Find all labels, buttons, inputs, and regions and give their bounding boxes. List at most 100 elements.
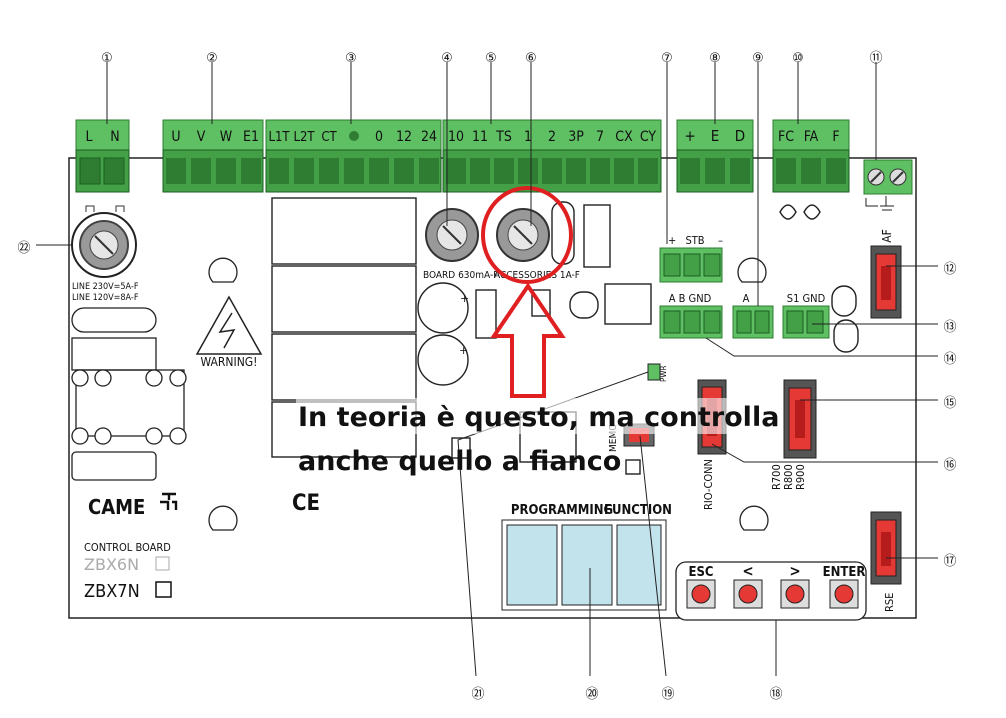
callout-22: ㉒ <box>17 241 30 256</box>
t4-8: CY <box>640 129 657 145</box>
t2-1: V <box>197 129 206 145</box>
r900-label: R900 <box>794 464 807 490</box>
a-connector: A <box>732 292 774 339</box>
terminal-block-limits: L1T L2T CT 0 12 24 <box>265 119 442 193</box>
terminal-block-commands: 10 11 TS 1 2 3P 7 CX CY <box>442 119 662 193</box>
left-components <box>71 257 769 531</box>
came-logo: CAME <box>88 495 145 519</box>
svg-text:–: – <box>718 234 723 247</box>
t4-7: CX <box>615 129 633 145</box>
r700-label: R700 <box>770 464 783 490</box>
stb-connector: STB + – <box>659 234 723 283</box>
t3-2: CT <box>321 130 337 145</box>
callout-21: ㉑ <box>471 687 484 702</box>
terminal-block-limit-switches: FC FA F <box>772 119 850 193</box>
board-outline <box>68 157 917 619</box>
t4-3: 1 <box>524 129 532 145</box>
terminal-block-motor: U V W E1 <box>162 119 264 193</box>
svg-text:+: + <box>460 292 469 305</box>
func-label: FUNCTION <box>604 503 672 518</box>
warning-icon: WARNING! <box>195 295 263 369</box>
ce-mark: CE <box>292 491 320 516</box>
lt-label: < <box>742 562 753 580</box>
callout-17: ⑰ <box>943 554 956 569</box>
s1-gnd-connector: S1 GND <box>782 292 830 339</box>
callout-2: ② <box>206 51 218 66</box>
control-board-label: CONTROL BOARD <box>84 541 171 554</box>
svg-text:+: + <box>668 234 676 247</box>
callout-4: ④ <box>441 51 453 66</box>
enter-label: ENTER <box>823 565 866 580</box>
t6-0: FC <box>778 129 794 145</box>
keypad: ESC < > ENTER <box>675 561 867 621</box>
callout-20: ⑳ <box>585 687 598 702</box>
t5-0: + <box>684 127 695 145</box>
left-button <box>733 579 763 609</box>
t6-1: FA <box>804 129 819 145</box>
t3-5: 12 <box>396 129 412 145</box>
callout-10: ⑩ <box>792 51 804 66</box>
callout-19: ⑲ <box>661 687 674 702</box>
s1-gnd-label: S1 GND <box>787 292 826 305</box>
t3-1: L2T <box>293 130 315 145</box>
t4-5: 3P <box>568 129 584 145</box>
t4-0: 10 <box>448 129 464 145</box>
t2-0: U <box>171 129 180 145</box>
fuse-acc-label: ACCESSORIES 1A-F <box>494 270 580 281</box>
highlight-marker <box>481 186 573 398</box>
annotation: In teoria è questo, ma controlla anche q… <box>296 398 780 477</box>
terminal-block-power: L N <box>75 119 130 193</box>
ab-gnd-connector: A B GND <box>659 292 723 339</box>
t4-6: 7 <box>596 129 604 145</box>
pwr-led: PWR <box>647 363 668 382</box>
r800-label: R800 <box>782 464 795 490</box>
t6-2: F <box>832 129 839 145</box>
prog-label: PROGRAMMING <box>511 503 613 518</box>
enter-button <box>829 579 859 609</box>
t4-4: 2 <box>548 129 556 145</box>
callout-1: ① <box>101 51 113 66</box>
annotation-line-2: anche quello a fianco <box>298 446 621 477</box>
t3-6: 24 <box>421 129 437 145</box>
callout-7: ⑦ <box>661 51 673 66</box>
memo-label: MEMO <box>608 424 619 452</box>
callout-11: ⑪ <box>869 51 882 66</box>
callout-3: ③ <box>345 51 357 66</box>
stb-label: STB <box>685 234 704 247</box>
pwr-label: PWR <box>659 366 668 382</box>
terminal-block-encoder: + E D <box>676 119 754 193</box>
callout-5: ⑤ <box>485 51 497 66</box>
receiver-connector: R700 R800 R900 <box>770 379 817 490</box>
t2-3: E1 <box>243 129 259 145</box>
t4-1: 11 <box>472 129 488 145</box>
fuse-line2-label: LINE 120V=8A-F <box>72 293 139 303</box>
rse-label: RSE <box>883 593 896 612</box>
antenna-terminal <box>863 159 913 211</box>
fuse-line-label: LINE 230V=5A-F <box>72 282 139 292</box>
line-fuse: LINE 230V=5A-F LINE 120V=8A-F <box>71 205 139 303</box>
t1-1: N <box>110 129 119 145</box>
t5-2: D <box>735 127 745 145</box>
rse-connector: RSE <box>870 511 902 612</box>
zbx6n-label: ZBX6N <box>84 555 139 574</box>
callout-16: ⑯ <box>943 458 956 473</box>
a-label: A <box>743 292 750 305</box>
t2-2: W <box>220 129 233 145</box>
rio-label: RIO-CONN <box>702 459 715 510</box>
callout-13: ⑬ <box>943 320 956 335</box>
callout-14: ⑭ <box>943 352 956 367</box>
gt-label: > <box>789 562 800 580</box>
callout-9: ⑨ <box>752 51 764 66</box>
t3-0: L1T <box>268 130 290 145</box>
fuse-board-label: BOARD 630mA-F <box>423 270 498 281</box>
t3-4: 0 <box>375 129 383 145</box>
warning-label: WARNING! <box>201 355 258 369</box>
esc-button <box>686 579 716 609</box>
t4-2: TS <box>495 129 512 145</box>
zbx7n-label: ZBX7N <box>84 581 140 602</box>
callout-18: ⑱ <box>769 687 782 702</box>
ab-gnd-label: A B GND <box>669 292 712 305</box>
annotation-line-1: In teoria è questo, ma controlla <box>298 402 779 433</box>
